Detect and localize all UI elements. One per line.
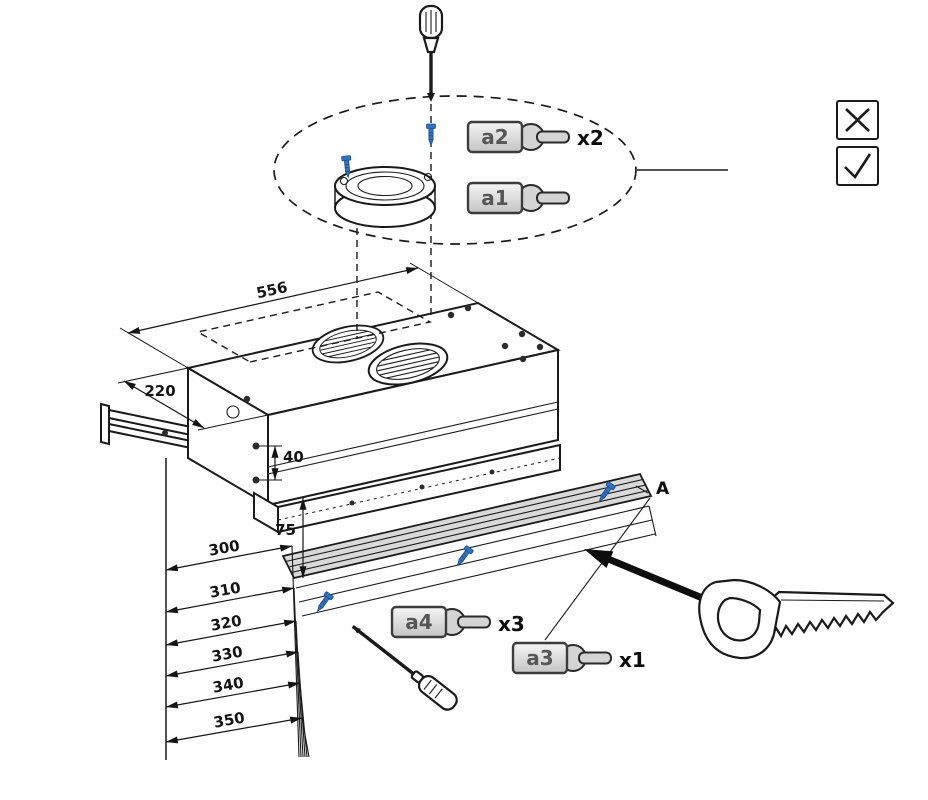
top-face-screw-holes xyxy=(226,304,544,419)
pullout-dimensions: 300 310 320 330 340 350 xyxy=(165,536,303,744)
callout-a3: a3 x1 xyxy=(511,641,646,675)
legend-correct xyxy=(836,146,879,186)
callout-ellipse xyxy=(273,95,637,245)
dim-340: 340 xyxy=(211,673,245,696)
side-mounting-screws xyxy=(252,442,260,484)
screw-icon xyxy=(426,123,436,146)
hood-left-face xyxy=(187,366,269,507)
plate-a1-label: a1 xyxy=(481,186,508,210)
dimension-screw-spacing: 40 xyxy=(259,445,304,481)
check-icon xyxy=(844,153,872,180)
dimension-depth: 220 xyxy=(117,367,269,431)
wrench-icon xyxy=(517,184,570,212)
section-a: A xyxy=(544,479,670,641)
dim-350: 350 xyxy=(212,708,246,731)
count-a3: x1 xyxy=(619,648,646,672)
direction-arrow xyxy=(584,549,714,606)
legend-wrong xyxy=(836,100,879,140)
telescopic-rail xyxy=(100,402,197,451)
saw-icon xyxy=(698,578,895,660)
callout-a1: a1 xyxy=(466,181,570,215)
detail-callout xyxy=(273,95,728,245)
cross-icon xyxy=(845,108,870,132)
count-a2: x2 xyxy=(577,126,604,150)
dim-320: 320 xyxy=(209,611,243,634)
dim-75: 75 xyxy=(275,521,296,539)
duct-collar xyxy=(334,166,436,228)
plate-a2-label: a2 xyxy=(481,125,508,149)
plate-a4-label: a4 xyxy=(405,610,432,634)
section-a-label: A xyxy=(656,479,670,499)
inner-sliding-box xyxy=(253,443,561,534)
callout-a2: a2 x2 xyxy=(466,120,604,154)
dim-220: 220 xyxy=(144,382,175,400)
callout-a4: a4 x3 xyxy=(390,605,525,639)
hood-body xyxy=(100,291,561,534)
plate-a3 xyxy=(511,641,569,675)
dim-330: 330 xyxy=(210,642,244,665)
plate-a4 xyxy=(390,605,448,639)
screwdriver-icon xyxy=(351,625,458,711)
plate-a1 xyxy=(466,181,524,215)
visor-panel xyxy=(281,472,653,580)
dim-310: 310 xyxy=(208,578,242,601)
screwdriver-icon xyxy=(418,4,444,102)
plate-a2 xyxy=(466,120,524,154)
wrench-icon xyxy=(517,123,570,151)
dim-556: 556 xyxy=(255,278,289,302)
dim-300: 300 xyxy=(207,536,241,559)
dim-40: 40 xyxy=(283,448,304,466)
plate-a3-label: a3 xyxy=(526,646,553,670)
dimension-visor-height: 75 xyxy=(275,497,307,579)
count-a4: x3 xyxy=(498,612,525,636)
